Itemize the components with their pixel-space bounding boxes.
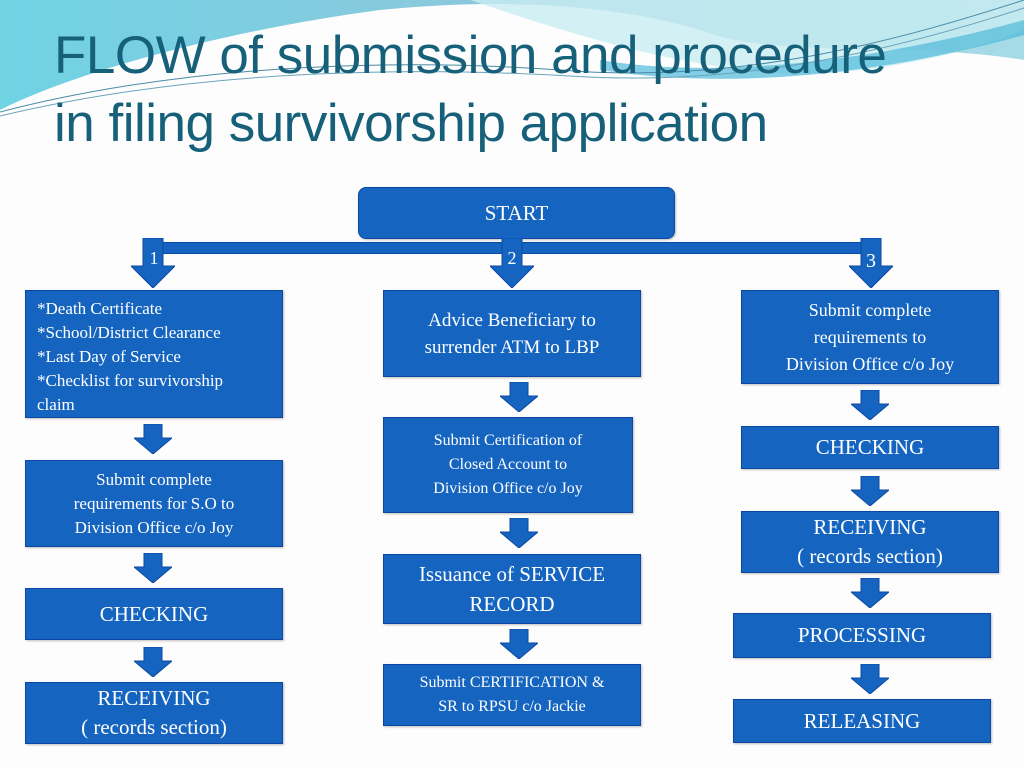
col2-step3-service-record: Issuance of SERVICE RECORD [383, 554, 641, 624]
col2-step2-certification: Submit Certification of Closed Account t… [383, 417, 633, 513]
down-arrow-icon [500, 382, 538, 412]
down-arrow-icon [134, 553, 172, 583]
col3-step5-releasing: RELEASING [733, 699, 991, 743]
col1-step1-requirements: *Death Certificate *School/District Clea… [25, 290, 283, 418]
step-line: requirements to [813, 326, 927, 347]
requirement-item: *School/District Clearance [37, 323, 221, 342]
down-arrow-icon [134, 647, 172, 677]
down-arrow-icon [851, 578, 889, 608]
col3-step1-submit: Submit complete requirements to Division… [741, 290, 999, 384]
step-line: RECEIVING [813, 515, 927, 539]
start-box: START [358, 187, 675, 239]
step-line: Division Office c/o Joy [74, 517, 234, 537]
branch-arrow-3 [849, 238, 893, 288]
step-line: Submit complete [96, 469, 212, 489]
background-swoosh-line [0, 0, 1024, 113]
down-arrow-icon [851, 664, 889, 694]
step-line: SR to RPSU c/o Jackie [438, 698, 586, 715]
branch-arrow-1 [131, 238, 175, 288]
col3-step4-processing: PROCESSING [733, 613, 991, 658]
down-arrow-icon [134, 424, 172, 454]
step-line: requirements for S.O to [73, 493, 235, 513]
step-line: Advice Beneficiary to [428, 309, 596, 331]
col3-step3-receiving: RECEIVING ( records section) [741, 511, 999, 573]
step-line: ( records section) [797, 544, 943, 568]
step-line: Submit complete [808, 299, 932, 320]
step-line: ( records section) [81, 715, 227, 739]
step-line: Division Office c/o Joy [785, 353, 955, 374]
branch-arrow-2 [490, 238, 534, 288]
col1-step3-checking: CHECKING [25, 588, 283, 640]
step-line: Issuance of SERVICE [418, 562, 606, 586]
step-line: RECORD [469, 592, 555, 616]
step-line: CHECKING [99, 601, 209, 626]
down-arrow-icon [851, 390, 889, 420]
down-arrow-icon [851, 476, 889, 506]
step-line: PROCESSING [797, 623, 927, 647]
col2-step4-submit-rpsu: Submit CERTIFICATION & SR to RPSU c/o Ja… [383, 664, 641, 726]
col3-step2-checking: CHECKING [741, 426, 999, 469]
step-line: Submit CERTIFICATION & [419, 674, 605, 691]
branch-number-2: 2 [507, 248, 517, 268]
down-arrow-icon [500, 518, 538, 548]
col1-step4-receiving: RECEIVING ( records section) [25, 682, 283, 744]
step-line: Submit Certification of [433, 432, 583, 449]
slide-title: FLOW of submission and procedure in fili… [54, 22, 1014, 158]
step-line: surrender ATM to LBP [424, 336, 600, 358]
step-line: RELEASING [803, 708, 921, 733]
requirement-item: claim [37, 395, 75, 414]
title-line: FLOW of submission and procedure [54, 26, 887, 85]
step-line: RECEIVING [97, 686, 211, 710]
title-line: in filing survivorship application [54, 94, 768, 153]
down-arrow-icon [500, 629, 538, 659]
background-swoosh-line [0, 7, 1024, 117]
branch-number-1: 1 [149, 248, 159, 268]
step-line: CHECKING [815, 435, 925, 459]
step-line: Closed Account to [448, 456, 568, 473]
requirement-item: *Death Certificate [37, 299, 163, 318]
start-label: START [484, 200, 549, 225]
col1-step2-submit: Submit complete requirements for S.O to … [25, 460, 283, 547]
step-line: Division Office c/o Joy [433, 480, 583, 497]
col2-step1-advice: Advice Beneficiary to surrender ATM to L… [383, 290, 641, 377]
branch-number-3: 3 [866, 250, 876, 272]
requirement-item: *Checklist for survivorship [37, 371, 224, 390]
requirement-item: *Last Day of Service [37, 347, 181, 366]
